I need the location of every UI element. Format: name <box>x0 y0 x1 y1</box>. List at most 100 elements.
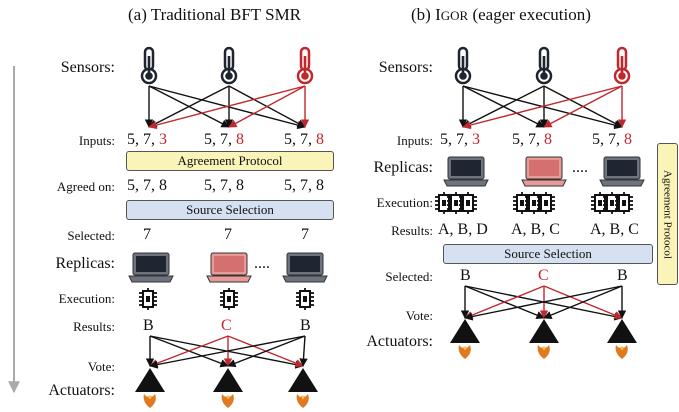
label-replicas-left: Replicas: <box>55 255 115 272</box>
vote-arrow <box>543 285 623 320</box>
label-selected-left: Selected: <box>67 228 115 243</box>
right-input-3-last: 8 <box>624 131 632 148</box>
right-input-3: 5, 7, 8 <box>592 132 632 148</box>
laptop-icon <box>599 156 645 187</box>
left-selected-2: 7 <box>224 226 232 243</box>
title-right-prefix: (b) I <box>411 5 441 24</box>
rocket-thruster-icon <box>213 368 243 408</box>
sensor-arrow <box>148 85 306 130</box>
title-right-suffix: (eager execution) <box>468 5 591 24</box>
thermometer-icon <box>454 46 472 85</box>
left-result-3: B <box>300 317 311 334</box>
vote-arrow <box>149 335 306 369</box>
left-agreed-2: 5, 7, 8 <box>204 177 244 194</box>
right-result-1: A, B, D <box>438 221 488 238</box>
label-replicas-right: Replicas: <box>373 159 433 176</box>
right-input-1-last: 3 <box>472 131 480 148</box>
sensor-arrow <box>462 85 623 130</box>
sensor-arrow <box>543 85 623 128</box>
agreement-protocol-label-left: Agreement Protocol <box>177 153 283 168</box>
right-input-2: 5, 7, 8 <box>512 132 552 148</box>
sensor-arrow <box>462 85 545 128</box>
title-right: (b) IGOR (eager execution) <box>411 6 591 23</box>
title-left: (a) Traditional BFT SMR <box>128 5 302 24</box>
chip-icon <box>220 288 238 310</box>
vote-arrow <box>299 335 308 367</box>
thermometer-icon <box>140 46 158 85</box>
source-selection-box-right: Source Selection <box>443 244 653 264</box>
rocket-thruster-icon <box>607 319 637 359</box>
left-selected-3: 7 <box>301 226 309 243</box>
thermometer-icon <box>535 46 553 85</box>
label-agreed-left: Agreed on: <box>56 179 115 194</box>
label-actuators-left: Actuators: <box>48 382 115 399</box>
left-input-3-prefix: 5, 7, <box>284 131 316 148</box>
thermometer-icon <box>296 46 314 85</box>
source-selection-box-left: Source Selection <box>126 200 334 220</box>
label-vote-right: Vote: <box>405 308 433 323</box>
label-inputs-right: Inputs: <box>396 133 433 148</box>
label-sensors-right: Sensors: <box>378 59 433 76</box>
right-input-1: 5, 7, 3 <box>440 132 480 148</box>
left-result-1: B <box>143 317 154 334</box>
sensor-arrow <box>148 85 230 128</box>
replica-ellipsis-right: .... <box>572 159 588 176</box>
right-selected-2: C <box>538 267 549 284</box>
left-result-2: C <box>221 317 232 334</box>
left-input-1-prefix: 5, 7, <box>127 131 159 148</box>
rocket-thruster-icon <box>135 368 165 408</box>
chip-icon <box>296 288 314 310</box>
label-results-left: Results: <box>73 319 115 334</box>
left-agreed-3: 5, 7, 8 <box>284 177 324 194</box>
left-input-2: 5, 7, 8 <box>204 132 244 148</box>
laptop-icon <box>443 156 489 187</box>
title-right-system: GOR <box>440 8 469 23</box>
right-selected-1: B <box>460 267 471 284</box>
left-input-2-prefix: 5, 7, <box>204 131 236 148</box>
source-selection-label-left: Source Selection <box>186 202 274 217</box>
label-vote-left: Vote: <box>87 359 115 374</box>
label-execution-right: Execution: <box>376 195 433 210</box>
right-input-2-last: 8 <box>544 131 552 148</box>
left-selected-1: 7 <box>143 226 151 243</box>
vote-arrow <box>464 285 545 320</box>
left-input-3-last: 8 <box>316 131 324 148</box>
label-actuators-right: Actuators: <box>366 333 433 350</box>
source-selection-label-right: Source Selection <box>504 246 592 261</box>
laptop-icon <box>521 156 567 187</box>
chip-icon <box>139 288 157 310</box>
rocket-thruster-icon <box>450 319 480 359</box>
right-result-3: A, B, C <box>590 221 639 238</box>
agreement-protocol-box-left: Agreement Protocol <box>126 151 334 171</box>
thermometer-icon <box>613 46 631 85</box>
replica-ellipsis-left: .... <box>254 255 270 272</box>
chip-icon <box>459 192 477 214</box>
label-inputs-left: Inputs: <box>78 133 115 148</box>
laptop-icon <box>206 252 252 283</box>
sensor-arrow <box>228 85 306 128</box>
left-agreed-1: 5, 7, 8 <box>127 177 167 194</box>
right-result-2: A, B, C <box>511 221 560 238</box>
left-input-1-last: 3 <box>159 131 167 148</box>
agreement-protocol-label-right: Agreement Protocol <box>661 169 674 259</box>
left-input-3: 5, 7, 8 <box>284 132 324 148</box>
chip-icon <box>615 192 633 214</box>
right-selected-3: B <box>617 267 628 284</box>
left-input-1: 5, 7, 3 <box>127 132 167 148</box>
chip-icon <box>537 192 555 214</box>
agreement-protocol-box-right: Agreement Protocol <box>657 143 678 285</box>
left-input-2-last: 8 <box>236 131 244 148</box>
thermometer-icon <box>220 46 238 85</box>
rocket-thruster-icon <box>529 319 559 359</box>
label-results-right: Results: <box>391 223 433 238</box>
laptop-icon <box>128 252 174 283</box>
label-selected-right: Selected: <box>385 269 433 284</box>
label-execution-left: Execution: <box>58 291 115 306</box>
rocket-thruster-icon <box>288 368 318 408</box>
right-input-2-prefix: 5, 7, <box>512 131 544 148</box>
vote-arrow <box>464 285 623 321</box>
laptop-icon <box>282 252 328 283</box>
right-input-1-prefix: 5, 7, <box>440 131 472 148</box>
